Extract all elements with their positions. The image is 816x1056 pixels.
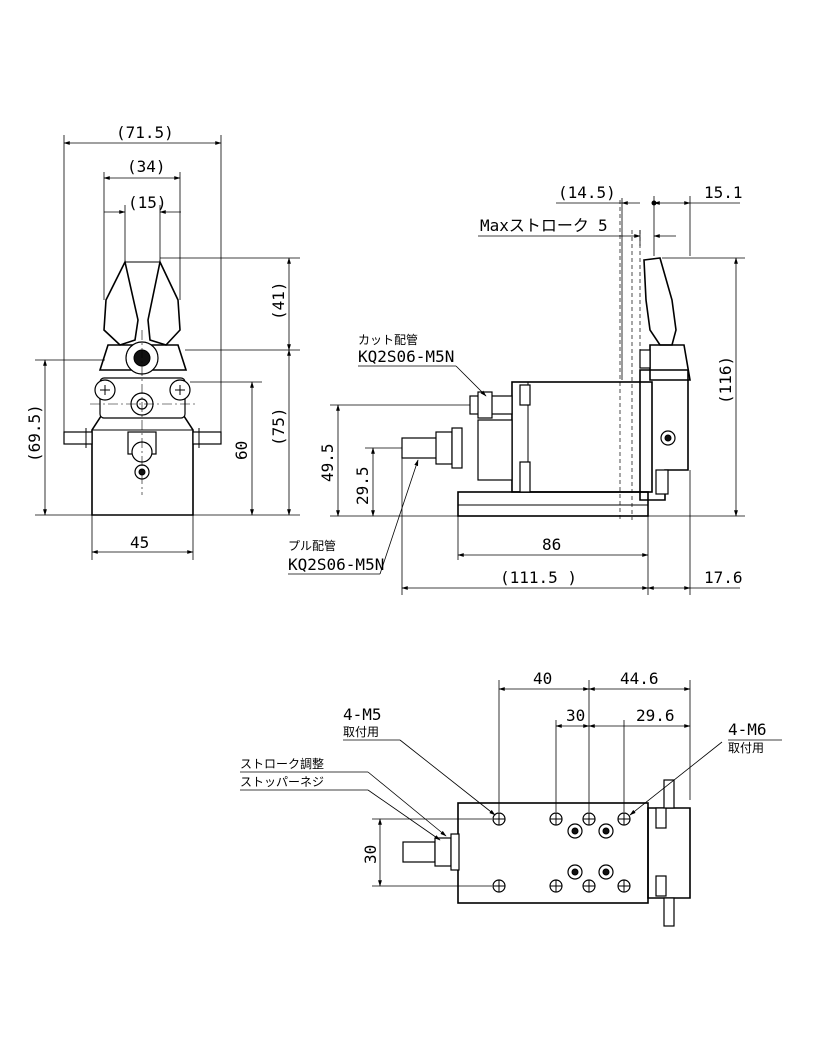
dim-40: 40: [533, 669, 552, 688]
bottom-view: 40 44.6 30 29.6 30 4-M5 取付用 4-M6 取付用 ストロ…: [240, 669, 782, 927]
m5-label: 4-M5: [343, 705, 382, 724]
dim-15-1: 15.1: [704, 183, 743, 202]
stopper-label-1: ストローク調整: [240, 756, 324, 771]
max-stroke-value: 5: [598, 216, 608, 235]
dim-base-width: 45: [130, 533, 149, 552]
m6-note: 取付用: [728, 741, 764, 755]
pull-port-part: KQ2S06-M5N: [288, 555, 384, 574]
m6-label: 4-M6: [728, 720, 767, 739]
stopper-label-2: ストッパーネジ: [240, 775, 324, 789]
dim-width-tip: (15): [128, 193, 167, 212]
front-view: (71.5) (34) (15) (41) (69.5) 60 (75) 45: [25, 123, 300, 560]
dim-height-75: (75): [269, 407, 288, 446]
dim-height-116: (116): [716, 356, 735, 404]
dim-44-6: 44.6: [620, 669, 659, 688]
cut-port-label: カット配管: [358, 332, 418, 347]
dim-29-5: 29.5: [353, 466, 372, 505]
dim-30-side: 30: [361, 845, 380, 864]
dim-17-6: 17.6: [704, 568, 743, 587]
dim-width-jaw: (34): [127, 157, 166, 176]
dim-29-6: 29.6: [636, 706, 675, 725]
pull-port-label: プル配管: [288, 538, 336, 553]
dim-14-5: (14.5): [558, 183, 616, 202]
cut-port-part: KQ2S06-M5N: [358, 347, 454, 366]
max-stroke-label: Maxストローク: [480, 216, 589, 235]
dim-height-60: 60: [232, 441, 251, 460]
m5-note: 取付用: [343, 725, 379, 739]
dim-86: 86: [542, 535, 561, 554]
dim-30-top: 30: [566, 706, 585, 725]
dim-width-overall: (71.5): [116, 123, 174, 142]
dim-height-blade: (41): [269, 281, 288, 320]
dim-111-5: (111.5 ): [500, 568, 577, 587]
side-view: (14.5) 15.1 Maxストローク 5 (116) 49.5 29.5 8…: [288, 183, 745, 595]
dim-height-total: (69.5): [25, 404, 44, 462]
dim-49-5: 49.5: [318, 443, 337, 482]
